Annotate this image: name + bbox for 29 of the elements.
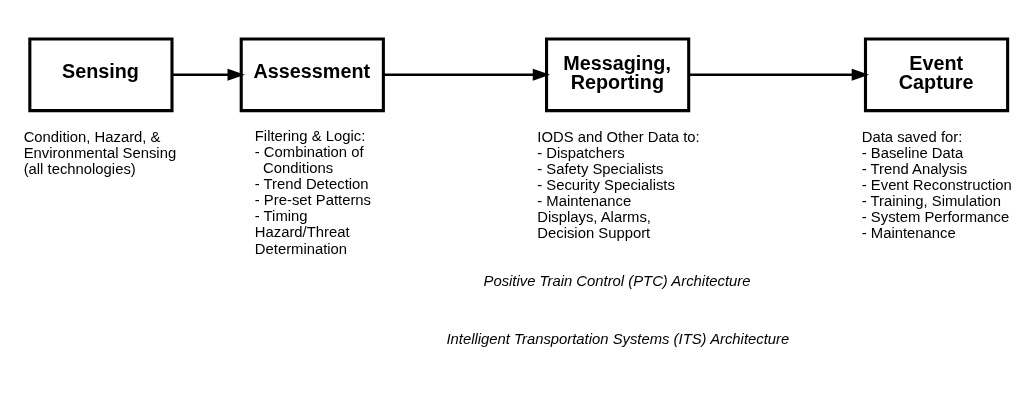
node-label: Condition, Hazard, & Environmental Sensing (all technologies) [23, 128, 177, 177]
node-label: - Pre-set Patterns [254, 191, 372, 208]
node-label: - Safety Specialists [537, 160, 664, 177]
node-label: Displays, Alarms, Decision Support [537, 208, 651, 241]
node-label: - Dispatchers [537, 144, 625, 161]
node-box: Sensing [28, 36, 174, 112]
node-label: - Training, Simulation [861, 192, 1002, 209]
node-label: - Maintenance [537, 192, 632, 209]
node-label: - Trend Detection [254, 175, 369, 192]
node-label: - Trend Analysis [861, 160, 968, 177]
node-label: - System Performance [861, 208, 1010, 225]
node-label: - Baseline Data [861, 144, 964, 161]
arrow [172, 68, 245, 81]
arrow [689, 68, 869, 81]
arrow [383, 68, 551, 81]
node-label: Hazard/Threat Determination [254, 223, 350, 257]
node-box: Assessment [239, 36, 385, 112]
label: Positive Train Control (PTC) Architecture [483, 272, 751, 289]
node-box: Event Capture [863, 36, 1010, 112]
node-label: Data saved for: [861, 128, 963, 145]
node-label: - Timing [254, 207, 308, 224]
label: Intelligent Transportation Systems (ITS) Architecture [446, 330, 790, 347]
node-label: - Event Reconstruction [861, 176, 1012, 193]
node-box: Messaging, Reporting [545, 36, 691, 112]
node-label: - Security Specialists [537, 176, 675, 193]
node-label: IODS and Other Data to: [537, 128, 700, 145]
node-label: - Maintenance [861, 224, 956, 241]
node-label: Filtering & Logic: [254, 127, 366, 144]
node-label: - Combination of Conditions [254, 143, 364, 176]
